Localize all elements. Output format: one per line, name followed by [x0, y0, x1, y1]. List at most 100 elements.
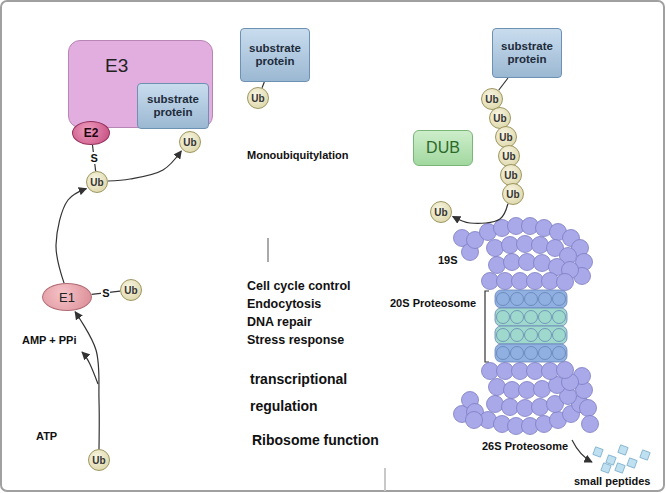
core-subunit: [553, 311, 566, 324]
divider: [384, 468, 386, 491]
node-text: E1: [59, 290, 75, 305]
cap-subunit: [517, 236, 534, 253]
core-subunit: [497, 329, 510, 342]
enzyme-ellipse: E1: [42, 283, 92, 311]
peptide: [606, 455, 616, 465]
node-text: Ub: [124, 285, 137, 296]
node-text: Ub: [183, 137, 196, 148]
node-text: Ub: [90, 177, 103, 188]
cap-subunit: [512, 273, 529, 290]
ubiquitin-circle: Ub: [88, 449, 110, 471]
annotation-label: 19S: [438, 254, 458, 266]
cap-subunit: [504, 254, 521, 271]
core-ring: [495, 308, 567, 326]
ubiquitin-circle: Ub: [179, 131, 201, 153]
peptide: [618, 445, 628, 455]
cap-subunit: [542, 273, 559, 290]
core-subunit: [553, 347, 566, 360]
cap-subunit: [482, 273, 499, 290]
ubiquitin-circle: Ub: [247, 87, 269, 109]
core-subunit: [539, 311, 552, 324]
peptide: [593, 447, 603, 457]
cap-subunit: [527, 363, 544, 380]
node-text: DUB: [426, 139, 460, 157]
node-text: E3: [105, 55, 128, 77]
core-subunit: [525, 329, 538, 342]
cap-subunit: [466, 412, 483, 429]
ubiquitin-circle: Ub: [430, 201, 452, 223]
annotation-label: small peptides: [574, 475, 650, 487]
core-subunit: [525, 293, 538, 306]
peptide: [601, 463, 611, 473]
degradation-arrow: [572, 440, 592, 462]
core-subunit: [553, 329, 566, 342]
node-text: Ub: [506, 189, 519, 200]
core-subunit: [511, 347, 524, 360]
core-subunit: [525, 347, 538, 360]
cap-subunit: [582, 416, 599, 433]
cap-subunit: [519, 382, 536, 399]
core-ring: [495, 344, 567, 362]
cap-subunit: [532, 237, 549, 254]
ubiquitin-circle: Ub: [120, 279, 142, 301]
annotation-label: 20S Proteosome: [390, 297, 476, 309]
protein-box: substrate protein: [137, 83, 209, 129]
node-text: substrate protein: [140, 93, 206, 119]
cap-subunit: [512, 363, 529, 380]
connector: [262, 82, 264, 88]
cap-subunit: [517, 400, 534, 417]
connector: [453, 204, 508, 224]
protein-box: substrate protein: [240, 28, 310, 82]
core-ring: [495, 290, 567, 308]
connector: [56, 189, 86, 284]
core-subunit: [497, 347, 510, 360]
core-subunit: [511, 329, 524, 342]
annotation-label: Endocytosis: [247, 297, 321, 311]
bond-label: S: [101, 287, 110, 299]
core-ring: [495, 326, 567, 344]
peptide-cubes: [593, 445, 650, 473]
core-subunit: [497, 293, 510, 306]
node-text: Ub: [502, 151, 515, 162]
core-subunit: [539, 329, 552, 342]
connector: [499, 78, 508, 90]
annotation-label: Stress response: [247, 333, 344, 347]
annotation-label: ATP: [36, 430, 57, 442]
cap-subunit: [534, 255, 551, 272]
cap-subunit: [487, 240, 504, 257]
core-subunit: [497, 311, 510, 324]
bracket: [485, 291, 489, 362]
cap-subunit: [489, 257, 506, 274]
peptide: [640, 450, 650, 460]
enzyme-ellipse: E2: [72, 121, 110, 145]
node-text: E2: [84, 126, 99, 140]
enzyme-box: DUB: [413, 130, 473, 166]
node-text: substrate protein: [495, 40, 559, 66]
node-text: Ub: [251, 93, 264, 104]
node-text: substrate protein: [243, 42, 307, 68]
cap-subunit: [557, 362, 574, 379]
peptide: [627, 458, 637, 468]
core-subunit: [539, 293, 552, 306]
core-subunit: [511, 293, 524, 306]
enzyme-box: E3E2substrate protein: [68, 40, 213, 128]
cap-subunit: [527, 273, 544, 290]
connector: [75, 312, 99, 449]
node-text: Ub: [92, 455, 105, 466]
ubiquitin-circle: Ub: [86, 171, 108, 193]
cap-subunit: [489, 379, 506, 396]
cap-subunit: [580, 400, 597, 417]
cap-subunit: [487, 396, 504, 413]
cap-subunit: [542, 363, 559, 380]
annotation-label: Ribosome function: [252, 432, 379, 448]
cap-subunit: [502, 399, 519, 416]
cap-subunit: [534, 381, 551, 398]
release-arrow: [82, 352, 98, 384]
node-text: Ub: [499, 132, 512, 143]
cap-subunit: [504, 382, 521, 399]
node-text: Ub: [493, 113, 506, 124]
core-subunit: [553, 293, 566, 306]
cap-subunit: [497, 273, 514, 290]
